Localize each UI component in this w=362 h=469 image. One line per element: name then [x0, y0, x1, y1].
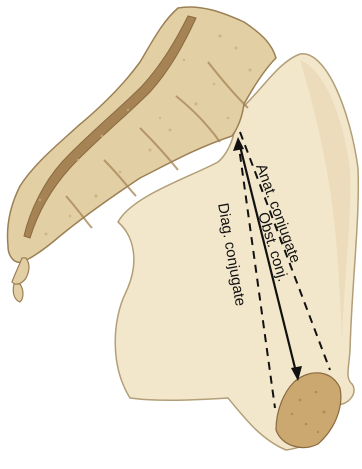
coccyx: [12, 258, 29, 302]
